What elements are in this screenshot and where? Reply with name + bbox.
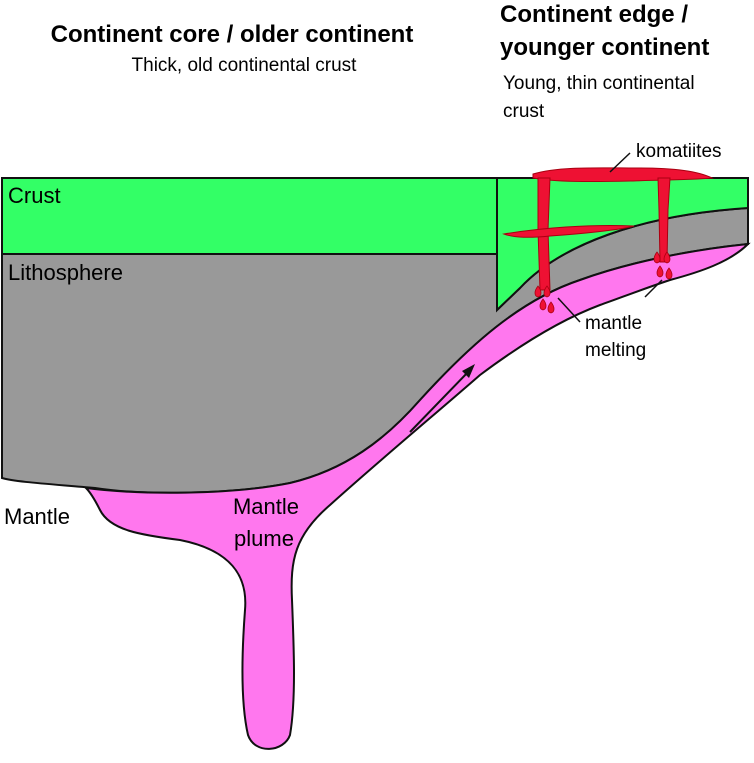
edge-subtitle-line1: Young, thin continental [503, 73, 695, 94]
plume-label-line1: Mantle [233, 494, 299, 519]
edge-title-line1: Continent edge / [500, 1, 688, 28]
melting-leader-right [644, 279, 663, 298]
plume-label-line2: plume [234, 526, 294, 551]
komatiite-surface-flow [532, 167, 714, 183]
melt-droplets [534, 251, 673, 314]
mantle-plume [83, 242, 751, 750]
komatiite-intrusions [502, 167, 714, 291]
droplet-icon [539, 298, 547, 311]
komatiites-label: komatiites [636, 141, 722, 162]
mantle-label: Mantle [4, 504, 70, 529]
arrow-up-right-icon [409, 364, 475, 433]
melting-label-line1: mantle [585, 313, 642, 334]
core-subtitle: Thick, old continental crust [132, 55, 358, 76]
droplet-icon [547, 301, 555, 314]
droplet-icon [543, 285, 551, 298]
droplet-icon [665, 267, 673, 280]
core-title: Continent core / older continent [51, 21, 414, 48]
edge-title-line2: younger continent [500, 34, 709, 61]
crust-label: Crust [8, 183, 61, 208]
droplet-icon [534, 285, 542, 298]
droplet-icon [653, 251, 661, 264]
droplet-icon [663, 251, 671, 264]
melting-leader-left [557, 297, 581, 323]
droplet-icon [656, 265, 664, 278]
crust-layer-core [1, 177, 498, 255]
komatiites-leader [609, 152, 631, 173]
crust-layer-edge [496, 177, 749, 313]
komatiite-sill [502, 224, 635, 238]
edge-subtitle-line2: crust [503, 101, 545, 122]
lithosphere-label: Lithosphere [8, 260, 123, 285]
melting-label-line2: melting [585, 340, 646, 361]
